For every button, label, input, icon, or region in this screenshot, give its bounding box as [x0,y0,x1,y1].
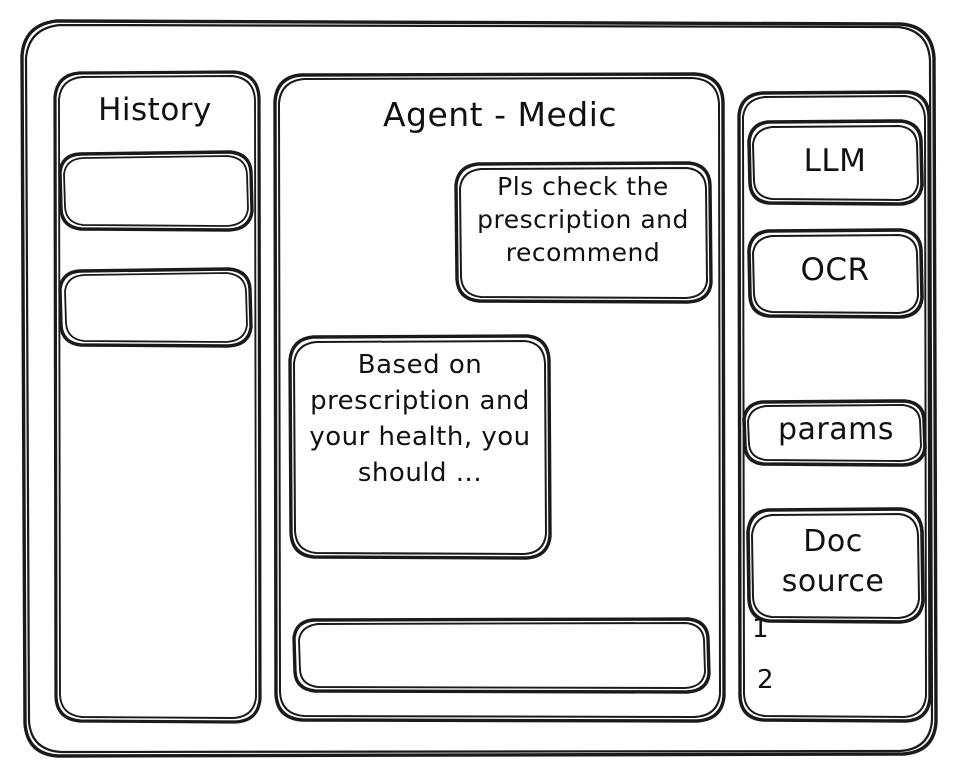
history-panel-title: History [98,92,212,128]
ocr-button[interactable] [749,230,923,318]
doc-source-item-2[interactable]: 2 [757,665,775,695]
user-message-bubble [456,163,712,303]
agent-panel-title: Agent - Medic [382,95,618,134]
doc-source-label: Doc source [781,524,885,599]
params-button-label: params [778,412,894,447]
doc-source-item-1[interactable]: 1 [752,614,770,644]
doc-source-box[interactable] [748,509,924,623]
agent-message-text: Based on prescription and your health, y… [309,350,531,488]
ocr-button-label: OCR [800,252,870,288]
agent-message-bubble [290,336,551,559]
llm-button[interactable] [749,121,923,205]
params-button[interactable] [744,401,926,466]
history-item-2[interactable] [60,269,251,347]
llm-button-label: LLM [803,143,867,179]
user-message-text: Pls check the prescription and recommend [477,172,689,267]
message-input[interactable] [294,619,710,693]
history-item-1[interactable] [60,152,252,231]
